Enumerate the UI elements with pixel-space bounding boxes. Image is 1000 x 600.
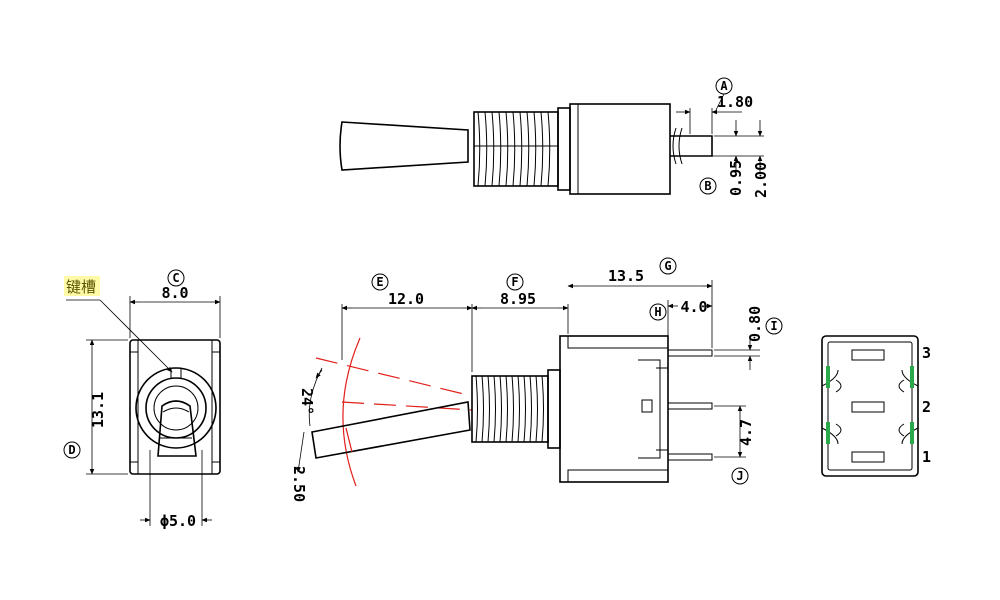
thread-line <box>519 111 523 187</box>
dim-top-pin-height: 2.00 <box>752 162 770 198</box>
thread-line <box>491 111 495 187</box>
callout-a: A <box>720 79 728 93</box>
dim-body-length: 13.5 <box>608 267 644 285</box>
dim-lever-length: 12.0 <box>388 290 424 308</box>
side-view: 12.0 E 8.95 F 13.5 G 4.0 H 0.80 I <box>290 257 783 502</box>
bushing-threads-side <box>475 375 544 443</box>
thread-line <box>523 375 526 443</box>
dim-pin-length: 4.0 <box>680 298 707 316</box>
callout-c: C <box>172 271 179 285</box>
callout-g: G <box>664 259 671 273</box>
dim-pin-thickness: 0.80 <box>746 306 764 342</box>
callout-i: I <box>770 319 777 333</box>
pin-label-3: 3 <box>922 344 931 362</box>
thread-line <box>533 111 537 187</box>
front-view: 键槽 8.0 C 13.1 D ϕ5.0 <box>63 269 221 530</box>
thread-line <box>547 111 551 187</box>
dim-front-height: 13.1 <box>89 392 107 428</box>
thread-line <box>526 111 530 187</box>
thread-line <box>529 375 532 443</box>
pin-label-1: 1 <box>922 448 931 466</box>
thread-line <box>499 375 502 443</box>
dim-lever-tip: 2.50 <box>290 466 308 502</box>
thread-line <box>487 375 490 443</box>
bottom-view: 3 2 1 <box>821 335 931 477</box>
keyway-note: 键槽 <box>66 278 96 296</box>
pin-label-2: 2 <box>922 398 931 416</box>
thread-line <box>493 375 496 443</box>
callout-h: H <box>654 305 661 319</box>
thread-line <box>540 111 544 187</box>
top-view: 1.80 0.95 2.00 A B <box>339 77 770 198</box>
thread-line <box>511 375 514 443</box>
callout-e: E <box>376 275 383 289</box>
callout-b: B <box>704 179 711 193</box>
thread-line <box>475 375 478 443</box>
callout-f: F <box>511 275 518 289</box>
thread-line <box>505 111 509 187</box>
thread-line <box>481 375 484 443</box>
dim-bushing-length: 8.95 <box>500 290 536 308</box>
dim-bushing-dia: ϕ5.0 <box>160 512 196 530</box>
thread-line <box>535 375 538 443</box>
thread-line <box>517 375 520 443</box>
thread-line <box>541 375 544 443</box>
thread-line <box>484 111 488 187</box>
callout-j: J <box>736 469 743 483</box>
dim-top-pin-width: 1.80 <box>717 93 753 111</box>
dim-front-width: 8.0 <box>161 284 188 302</box>
thread-line <box>477 111 481 187</box>
thread-line <box>505 375 508 443</box>
bushing-threads <box>477 111 551 187</box>
callout-d: D <box>68 443 75 457</box>
thread-line <box>512 111 516 187</box>
thread-line <box>498 111 502 187</box>
dim-throw-angle: 24° <box>298 388 316 415</box>
dim-pin-pitch: 4.7 <box>737 419 755 446</box>
dim-top-pin-gap: 0.95 <box>727 160 745 196</box>
